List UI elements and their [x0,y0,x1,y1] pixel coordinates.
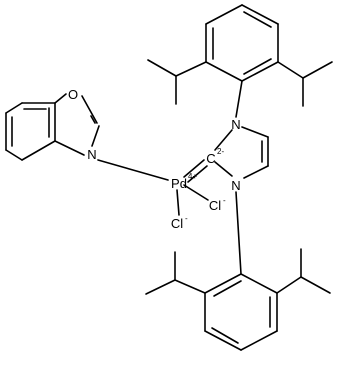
charge-pd: 4+ [188,172,197,181]
upper-right-isopropyl [277,61,333,107]
bond-pd-cl1 [183,184,209,201]
bond-n-benzoxazole-pd [97,159,169,181]
bond-aryl-n-top [235,80,243,118]
atom-pd: Pd [171,176,187,191]
bond-pd-cl2 [176,189,180,216]
atom-n-imidazole-top: N [231,117,240,132]
benzoxazole-oxazole-ring [54,93,100,156]
charge-carbene: 2- [217,147,224,156]
atom-n-imidazole-bottom: N [231,178,240,193]
atom-cl-1: Cl [209,198,221,213]
lower-left-isopropyl [145,251,206,295]
charge-cl-1: - [223,196,226,205]
bond-n-bottom-aryl [235,191,242,275]
atom-cl-2: Cl [171,216,183,231]
upper-aryl-ring [205,4,279,82]
lower-aryl-ring [204,273,278,351]
atom-c-carbene: C [206,151,215,166]
upper-left-isopropyl [147,59,207,105]
imidazole-ring [214,126,269,179]
pd-carbene-double-bond [183,159,208,183]
benzoxazole-benzene-ring [5,102,56,161]
lower-right-isopropyl [276,248,331,294]
charge-cl-2: - [185,214,188,223]
atom-n-benzoxazole: N [87,147,96,162]
atom-o-benzoxazole: O [68,87,78,102]
